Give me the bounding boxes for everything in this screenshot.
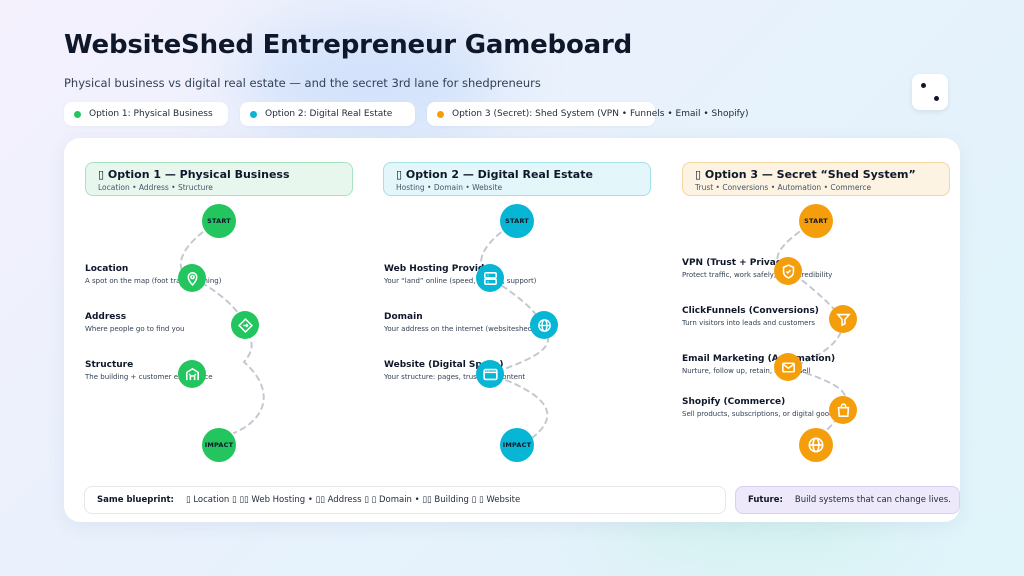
- dice-icon[interactable]: [912, 74, 948, 110]
- start-node[interactable]: START: [500, 204, 534, 238]
- step-domain: Domain Your address on the internet (web…: [384, 312, 553, 333]
- option-2-subtitle: Hosting • Domain • Website: [396, 183, 503, 192]
- impact-node[interactable]: IMPACT: [500, 428, 534, 462]
- step-clickfunnels: ClickFunnels (Conversions) Turn visitors…: [682, 306, 819, 327]
- option-3-subtitle: Trust • Conversions • Automation • Comme…: [695, 183, 872, 192]
- option-1-subtitle: Location • Address • Structure: [98, 183, 213, 192]
- option-1-title: ▯ Option 1 — Physical Business: [98, 168, 290, 181]
- blueprint-label: Same blueprint:: [97, 495, 174, 505]
- option-2-header: ▯ Option 2 — Digital Real Estate Hosting…: [383, 162, 651, 196]
- start-node[interactable]: START: [202, 204, 236, 238]
- step-web-hosting: Web Hosting Provider Your “land” online …: [384, 264, 537, 285]
- step-structure: Structure The building + customer experi…: [85, 360, 213, 381]
- shield-icon[interactable]: [774, 257, 802, 285]
- step-email-marketing: Email Marketing (Automation) Nurture, fo…: [682, 354, 836, 375]
- future-label: Future:: [748, 495, 783, 505]
- cyan-dot-icon: [250, 110, 257, 118]
- server-icon[interactable]: [476, 264, 504, 292]
- globe-icon[interactable]: [530, 311, 558, 339]
- start-node[interactable]: START: [799, 204, 833, 238]
- step-location: Location A spot on the map (foot traffic…: [85, 264, 222, 285]
- legend-option-2[interactable]: Option 2: Digital Real Estate: [240, 102, 415, 126]
- legend-label: Option 1: Physical Business: [89, 109, 213, 119]
- gameboard: ▯ Option 1 — Physical Business Location …: [64, 138, 960, 522]
- funnel-icon[interactable]: [829, 305, 857, 333]
- email-icon[interactable]: [774, 353, 802, 381]
- page-subtitle: Physical business vs digital real estate…: [64, 76, 541, 90]
- globe-icon[interactable]: [799, 428, 833, 462]
- shopping-bag-icon[interactable]: [829, 396, 857, 424]
- step-address: Address Where people go to find you: [85, 312, 185, 333]
- page-title: WebsiteShed Entrepreneur Gameboard: [64, 30, 632, 60]
- browser-icon[interactable]: [476, 360, 504, 388]
- option-3-title: ▯ Option 3 — Secret “Shed System”: [695, 168, 916, 181]
- future-text: Build systems that can change lives.: [794, 495, 951, 505]
- blueprint-text: ▯ Location ▯ ▯▯ Web Hosting • ▯▯ Address…: [185, 495, 521, 505]
- step-shopify: Shopify (Commerce) Sell products, subscr…: [682, 397, 838, 418]
- future-pill: Future: Build systems that can change li…: [735, 486, 960, 514]
- option-1-header: ▯ Option 1 — Physical Business Location …: [85, 162, 353, 196]
- legend-option-1[interactable]: Option 1: Physical Business: [64, 102, 228, 126]
- signpost-icon[interactable]: [231, 311, 259, 339]
- option-3-header: ▯ Option 3 — Secret “Shed System” Trust …: [682, 162, 950, 196]
- map-pin-icon[interactable]: [178, 264, 206, 292]
- blueprint-pill: Same blueprint: ▯ Location ▯ ▯▯ Web Host…: [84, 486, 726, 514]
- building-icon[interactable]: [178, 360, 206, 388]
- step-vpn: VPN (Trust + Privacy) Protect traffic, w…: [682, 258, 833, 279]
- legend-label: Option 2: Digital Real Estate: [265, 109, 393, 119]
- legend-label: Option 3 (Secret): Shed System (VPN • Fu…: [452, 109, 749, 119]
- legend-option-3[interactable]: Option 3 (Secret): Shed System (VPN • Fu…: [427, 102, 749, 126]
- green-dot-icon: [74, 110, 81, 118]
- option-2-title: ▯ Option 2 — Digital Real Estate: [396, 168, 593, 181]
- amber-dot-icon: [437, 110, 444, 118]
- impact-node[interactable]: IMPACT: [202, 428, 236, 462]
- step-website: Website (Digital Space) Your structure: …: [384, 360, 526, 381]
